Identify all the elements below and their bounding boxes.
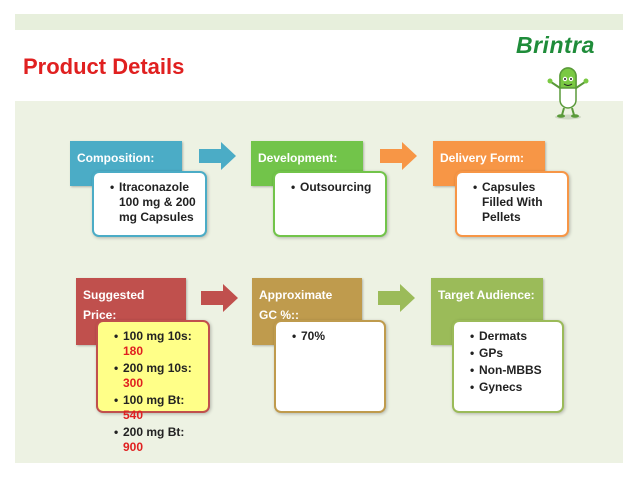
target-audience-item: Non-MBBS [470,363,554,378]
top-band [15,14,623,30]
price-item: 200 mg 10s: 300 [114,361,200,391]
price-item: 100 mg Bt: 540 [114,393,200,423]
approximate-gc-heading-line1: Approximate [259,288,333,302]
approximate-gc-heading-line2: GC %:: [259,307,299,322]
capsule-mascot-icon [547,67,589,120]
development-item: Outsourcing [291,180,377,195]
brand-logo: Brintra [516,32,595,58]
target-audience-box: Dermats GPs Non-MBBS Gynecs [452,320,564,413]
price-value: 180 [123,344,144,358]
target-audience-item: GPs [470,346,554,361]
delivery-form-item: Capsules Filled With Pellets [473,180,559,225]
right-arrow-icon [380,142,417,170]
price-label: 200 mg 10s: [123,361,192,375]
price-value: 540 [123,408,144,422]
suggested-price-box: 100 mg 10s: 180 200 mg 10s: 300 100 mg B… [96,320,210,454]
approximate-gc-item: 70% [292,329,376,344]
price-value: 900 [123,440,144,454]
target-audience-item: Gynecs [470,380,554,395]
price-label: 100 mg 10s: [123,329,192,343]
right-arrow-icon [199,142,236,170]
price-item: 200 mg Bt: 900 [114,425,200,455]
right-arrow-icon [201,284,238,312]
composition-box: Itraconazole 100 mg & 200 mg Capsules [92,171,207,237]
development-heading-text: Development: [258,151,338,165]
price-label: 100 mg Bt: [123,393,185,407]
target-audience-heading-text: Target Audience: [438,288,535,302]
price-label: 200 mg Bt: [123,425,185,439]
page-title: Product Details [23,54,185,79]
approximate-gc-box: 70% [274,320,386,413]
composition-heading-text: Composition: [77,151,155,165]
right-arrow-icon [378,284,415,312]
price-value: 300 [123,376,144,390]
target-audience-item: Dermats [470,329,554,344]
suggested-price-heading-text: Suggested Price: [83,288,145,322]
price-item: 100 mg 10s: 180 [114,329,200,359]
composition-item: Itraconazole 100 mg & 200 mg Capsules [110,180,197,225]
delivery-form-box: Capsules Filled With Pellets [455,171,569,237]
delivery-form-heading-text: Delivery Form: [440,151,525,165]
development-box: Outsourcing [273,171,387,237]
